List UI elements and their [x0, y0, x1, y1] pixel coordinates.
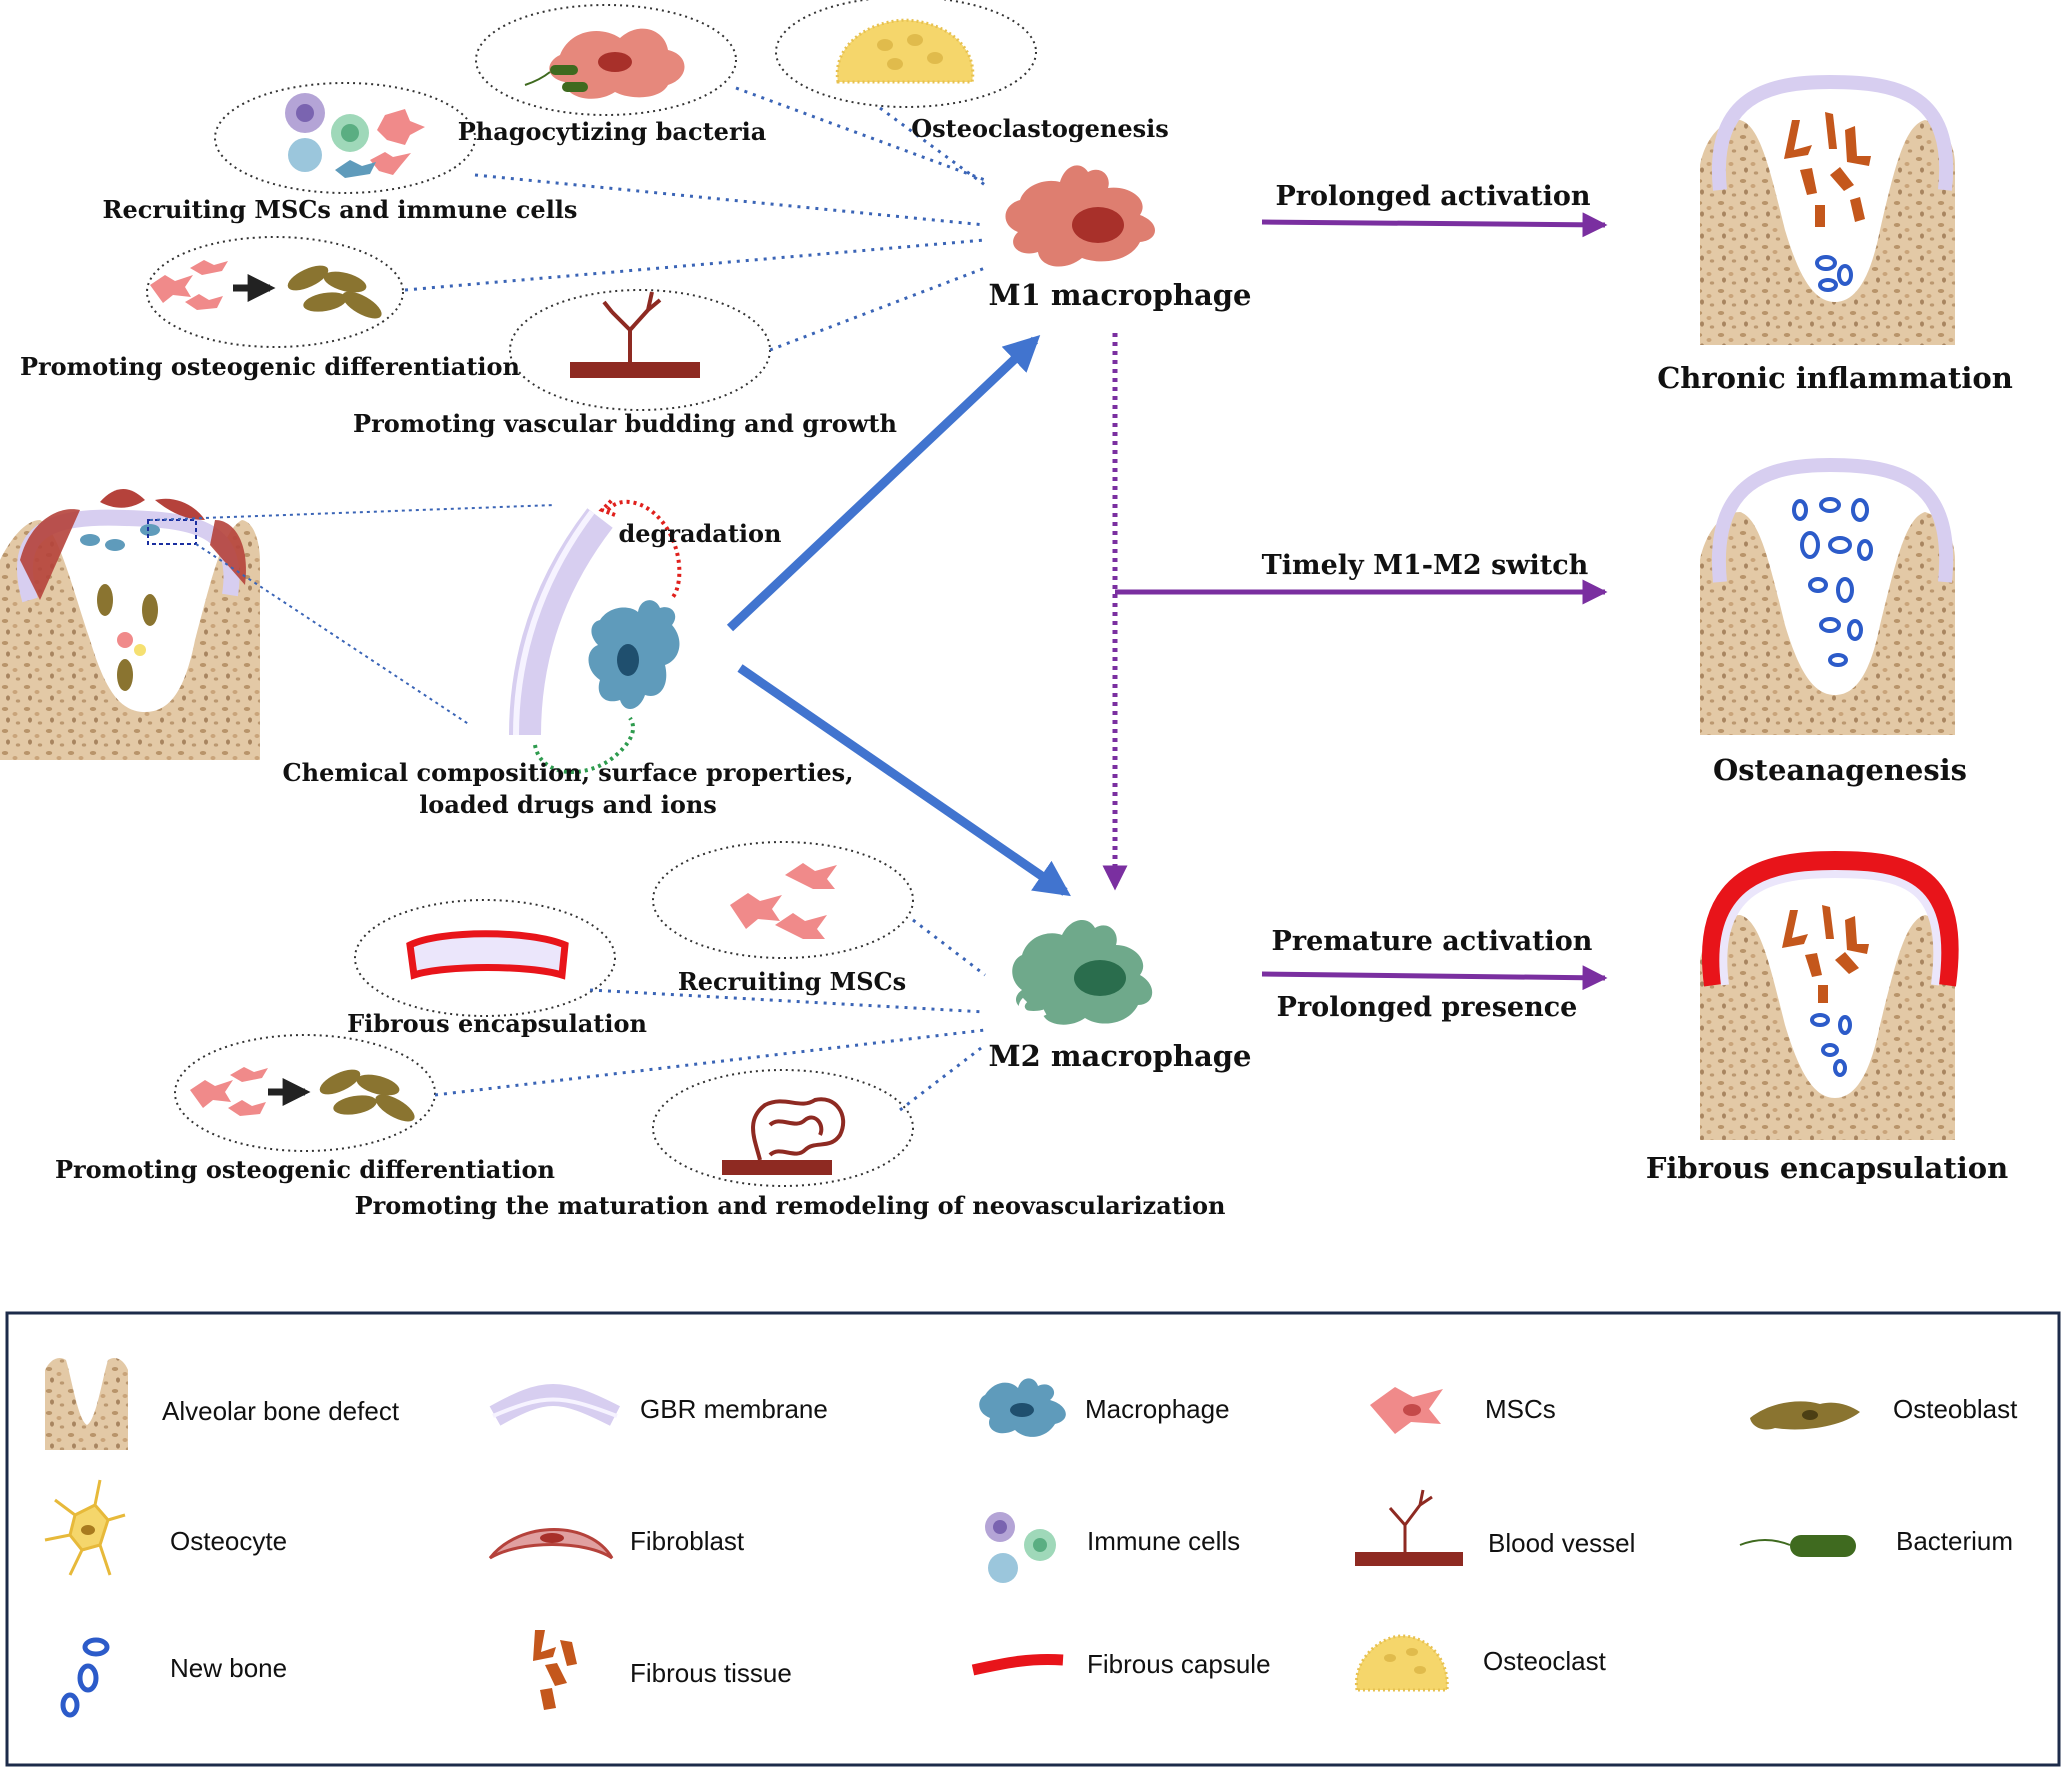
- fibrous-encapsulation-outcome-label: Fibrous encapsulation: [1646, 1151, 2008, 1185]
- membrane-macrophage-center: [509, 498, 682, 774]
- fibrous-encapsulation-bubble: [354, 899, 616, 1017]
- arrow-to-m1: [726, 335, 1041, 632]
- osteanagenesis-label: Osteanagenesis: [1713, 753, 1967, 787]
- fibrous-capsule-icon: [406, 930, 569, 980]
- fibrous-encapsulation-func-label: Fibrous encapsulation: [347, 1009, 647, 1038]
- degradation-arrow: [606, 499, 682, 600]
- recruiting-immune-label: Recruiting MSCs and immune cells: [103, 195, 578, 224]
- blood-vessel-icon: [570, 362, 700, 378]
- alveolar-defect-icon: [45, 1358, 128, 1450]
- outcome-osteanagenesis: [1700, 457, 1955, 735]
- osteogenic-label-m2: Promoting osteogenic differentiation: [55, 1155, 555, 1184]
- osteogenic-bubble-m1: [146, 236, 404, 348]
- gbr-membrane-center: [509, 508, 613, 736]
- legend-macrophage: Macrophage: [1085, 1394, 1230, 1424]
- phagocytizing-label: Phagocytizing bacteria: [458, 117, 767, 146]
- legend: Alveolar bone defect GBR membrane Macrop…: [5, 1311, 2061, 1767]
- neovascular-label: Promoting the maturation and remodeling …: [355, 1191, 1226, 1220]
- legend-osteoclast: Osteoclast: [1483, 1646, 1607, 1676]
- arrow-to-m2: [737, 664, 1071, 897]
- osteoclastogenesis-bubble: [775, 0, 1037, 108]
- recruiting-immune-bubble: [214, 82, 476, 194]
- legend-gbr: GBR membrane: [640, 1394, 828, 1424]
- prolonged-presence-label: Prolonged presence: [1277, 992, 1578, 1023]
- legend-capsule: Fibrous capsule: [1087, 1649, 1271, 1679]
- property-arrow: [533, 716, 636, 774]
- m1-macrophage: [1005, 165, 1155, 267]
- m2-function-bubbles: [174, 841, 986, 1187]
- prolonged-activation-label: Prolonged activation: [1276, 181, 1591, 212]
- outcome-chronic-inflammation: [1700, 74, 1955, 345]
- prolonged-activation-arrow: [1261, 212, 1608, 238]
- properties-label-line1: Chemical composition, surface properties…: [283, 758, 854, 787]
- timely-switch-label: Timely M1-M2 switch: [1262, 550, 1589, 581]
- legend-alveolar: Alveolar bone defect: [162, 1396, 400, 1426]
- legend-fibroblast: Fibroblast: [630, 1526, 745, 1556]
- alveolar-defect-scene: [0, 488, 556, 760]
- phagocytizing-bubble: [475, 4, 737, 116]
- osteoclast-legend-icon: [1354, 1634, 1449, 1692]
- legend-mscs: MSCs: [1485, 1394, 1556, 1424]
- new-bone-legend-icon: [60, 1637, 110, 1718]
- vessel-legend-icon: [1355, 1552, 1463, 1566]
- m2-connector-lines: [434, 918, 986, 1112]
- properties-label-line2: loaded drugs and ions: [419, 790, 717, 819]
- osteogenic-label-m1: Promoting osteogenic differentiation: [20, 352, 520, 381]
- m1-macrophage-label: M1 macrophage: [988, 278, 1251, 312]
- fibrous-tissue-legend-icon: [533, 1630, 577, 1710]
- bacterium-icon: [550, 65, 578, 75]
- osteoclast-icon: [835, 18, 975, 84]
- degradation-label: degradation: [618, 519, 781, 548]
- chronic-inflammation-label: Chronic inflammation: [1657, 361, 2013, 395]
- recruiting-mscs-label: Recruiting MSCs: [678, 967, 906, 996]
- legend-bacterium: Bacterium: [1896, 1526, 2013, 1556]
- osteogenic-bubble-m2: [174, 1034, 436, 1152]
- legend-vessel: Blood vessel: [1488, 1528, 1635, 1558]
- bacterium-legend-icon: [1790, 1535, 1856, 1557]
- premature-activation-label: Premature activation: [1272, 926, 1593, 957]
- neovascular-bubble: [652, 1069, 914, 1187]
- m1-function-bubbles: [146, 0, 1037, 411]
- legend-new-bone: New bone: [170, 1653, 287, 1683]
- capsule-legend-icon: [971, 1654, 1064, 1676]
- outcome-fibrous-encapsulation: [1700, 850, 1959, 1140]
- recruiting-mscs-bubble: [652, 841, 914, 959]
- osteoclastogenesis-label: Osteoclastogenesis: [911, 114, 1169, 143]
- legend-immune: Immune cells: [1087, 1526, 1240, 1556]
- m1-connector-lines: [404, 86, 986, 352]
- m2-macrophage: [1012, 919, 1153, 1025]
- legend-fibrous-tissue: Fibrous tissue: [630, 1658, 792, 1688]
- legend-osteoblast: Osteoblast: [1893, 1394, 2018, 1424]
- m2-macrophage-label: M2 macrophage: [988, 1039, 1251, 1073]
- legend-osteocyte: Osteocyte: [170, 1526, 287, 1556]
- vascular-label: Promoting vascular budding and growth: [353, 409, 897, 438]
- fibroblast-legend-icon: [488, 1528, 614, 1560]
- premature-activation-arrow: [1261, 965, 1608, 991]
- fibrous-capsule-outcome: [1702, 850, 1959, 987]
- vascular-bubble: [509, 289, 771, 411]
